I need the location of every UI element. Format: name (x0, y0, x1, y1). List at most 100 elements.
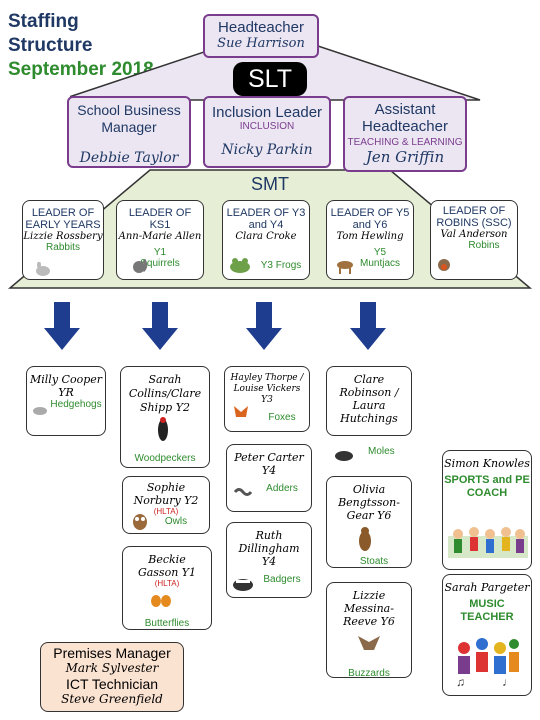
teacher-ruth-box: Ruth Dillingham Y4 Badgers (226, 522, 312, 598)
fox-icon (234, 406, 248, 417)
stoat-icon (359, 527, 371, 551)
teacher-peter-box: Peter Carter Y4 Adders (226, 444, 312, 512)
frog-icon (230, 258, 250, 273)
smt-early-years-line2: EARLY YEARS (25, 219, 101, 231)
title-line-1: Staffing (8, 11, 79, 32)
title-line-3: September 2018 (8, 59, 154, 80)
smt-ks1-tag: Squirrels (140, 258, 180, 269)
smt-y3y4-name: Clara Croke (235, 231, 297, 242)
premises-role: Premises Manager (53, 645, 171, 661)
arrow-down-1 (54, 302, 70, 328)
teacher-clare-robinson-tag: Moles (368, 446, 395, 457)
adder-icon (234, 488, 252, 496)
muntjac-icon (337, 261, 353, 274)
teacher-ruth-name: Ruth Dillingham Y4 (238, 529, 300, 568)
teacher-peter-tag: Adders (266, 483, 298, 494)
smt-early-years-box: LEADER OF EARLY YEARS Lizzie Rossbery Ra… (22, 200, 104, 280)
mole-icon (335, 451, 353, 461)
slt-label: SLT (233, 62, 307, 96)
woodpecker-icon (158, 417, 168, 441)
butterfly-icon (151, 595, 171, 607)
teacher-sarah-pargeter-box: Sarah Pargeter MUSIC TEACHER (442, 574, 532, 696)
smt-y5y6-tag: Muntjacs (359, 258, 400, 269)
teacher-peter-name: Peter Carter Y4 (234, 451, 304, 477)
smt-y3y4-tag: Y3 Frogs (260, 260, 302, 271)
robin-icon (438, 259, 450, 271)
rabbit-icon (36, 262, 50, 276)
svg-text:♩: ♩ (502, 675, 514, 688)
teacher-sarah-collins-box: Sarah Collins/Clare Shipp Y2 Woodpeckers (120, 366, 210, 468)
headteacher-name: Sue Harrison (217, 36, 305, 51)
title-line-2: Structure (8, 35, 93, 56)
assistant-head-box: Assistant Headteacher TEACHING & LEARNIN… (343, 96, 467, 172)
music-image: ♫♩ (456, 638, 519, 688)
smt-y5y6-name: Tom Hewling (336, 231, 404, 242)
arrow-down-4 (360, 302, 376, 328)
teacher-sophie-tag: Owls (164, 516, 188, 527)
teacher-beckie-hlta: (HLTA) (154, 579, 180, 588)
teacher-clare-robinson-box: Clare Robinson / Laura Hutchings (326, 366, 412, 436)
assistant-head-role: Assistant Headteacher (362, 101, 448, 135)
assistant-head-tag: TEACHING & LEARNING (347, 137, 463, 148)
buzzard-icon (358, 636, 380, 650)
teacher-hayley-tag: Foxes (268, 412, 296, 423)
svg-text:♫: ♫ (456, 675, 465, 688)
ict-role: ICT Technician (65, 676, 159, 692)
smt-robins-tag: Robins (468, 240, 500, 251)
teacher-lizzie-messina-tag: Buzzards (348, 668, 390, 679)
arrow-head-3 (246, 328, 282, 350)
hedgehog-icon (33, 407, 47, 415)
smt-robins-name: Val Anderson (440, 229, 508, 240)
teacher-sophie-hlta: (HLTA) (153, 507, 179, 516)
business-manager-name: Debbie Taylor (79, 150, 179, 166)
teacher-lizzie-messina-name: Lizzie Messina-Reeve Y6 (343, 589, 395, 628)
business-manager-box: School Business Manager Debbie Taylor (67, 96, 191, 168)
teacher-olivia-box: Olivia Bengtsson-Gear Y6 Stoats (326, 476, 412, 568)
teacher-milly-year: YR (58, 386, 74, 399)
smt-ks1-line1: LEADER OF KS1 (128, 207, 192, 231)
smt-early-years-name: Lizzie Rossbery (23, 231, 103, 242)
business-manager-role: School Business Manager (77, 102, 181, 135)
teacher-lizzie-messina-box: Lizzie Messina-Reeve Y6 Buzzards (326, 582, 412, 679)
teacher-sarah-collins-tag: Woodpeckers (134, 453, 196, 464)
page-title: Staffing Structure September 2018 (8, 10, 154, 82)
teacher-beckie-tag: Butterflies (144, 618, 190, 629)
smt-early-years-line1: LEADER OF (31, 207, 95, 219)
arrow-head-4 (350, 328, 386, 350)
smt-robins-box: LEADER OF ROBINS (SSC) Val Anderson Robi… (430, 200, 518, 280)
teacher-olivia-name: Olivia Bengtsson-Gear Y6 (338, 483, 400, 522)
inclusion-leader-name: Nicky Parkin (221, 142, 313, 158)
badger-icon (233, 579, 253, 591)
premises-box: Premises Manager Mark Sylvester ICT Tech… (40, 642, 184, 712)
smt-y3y4-box: LEADER OF Y3 and Y4 Clara Croke Y3 Frogs (222, 200, 310, 280)
teacher-simon-name: Simon Knowles (444, 457, 530, 470)
teacher-sophie-name: Sophie Norbury Y2 (133, 481, 199, 507)
teacher-beckie-box: Beckie Gasson Y1 (HLTA) Butterflies (122, 546, 212, 630)
smt-y3y4-line1: LEADER OF Y3 and Y4 (226, 207, 306, 231)
smt-label: SMT (251, 174, 289, 194)
teacher-milly-tag: Hedgehogs (50, 399, 102, 410)
inclusion-leader-role: Inclusion Leader (211, 104, 323, 121)
teacher-olivia-tag: Stoats (359, 556, 389, 567)
teacher-clare-robinson-name: Clare Robinson / Laura Hutchings (339, 373, 399, 425)
inclusion-tag: INCLUSION (239, 121, 295, 132)
smt-robins-line1: LEADER OF ROBINS (SSC) (436, 205, 512, 229)
headteacher-role: Headteacher (218, 19, 304, 36)
assistant-head-name: Jen Griffin (365, 148, 445, 166)
arrow-head-1 (44, 328, 80, 350)
smt-early-years-tag: Rabbits (46, 242, 80, 253)
smt-ks1-class: Y1 (153, 247, 167, 258)
smt-y5y6-class: Y5 (373, 247, 387, 258)
inclusion-leader-box: Inclusion Leader INCLUSION Nicky Parkin (203, 96, 331, 168)
children-sports-image (448, 527, 528, 558)
teacher-hayley-name: Hayley Thorpe / Louise Vickers Y3 (230, 373, 304, 405)
arrow-down-3 (256, 302, 272, 328)
teacher-simon-tag: SPORTS and PE COACH (444, 474, 530, 499)
headteacher-box: Headteacher Sue Harrison (203, 14, 319, 58)
teacher-milly-box: Milly Cooper YR Hedgehogs (26, 366, 106, 436)
teacher-milly-name: Milly Cooper (30, 373, 102, 386)
teacher-ruth-tag: Badgers (263, 574, 301, 585)
owl-icon (133, 514, 147, 530)
squirrel-icon (133, 259, 148, 273)
smt-y5y6-line1: LEADER OF Y5 and Y6 (330, 207, 410, 231)
